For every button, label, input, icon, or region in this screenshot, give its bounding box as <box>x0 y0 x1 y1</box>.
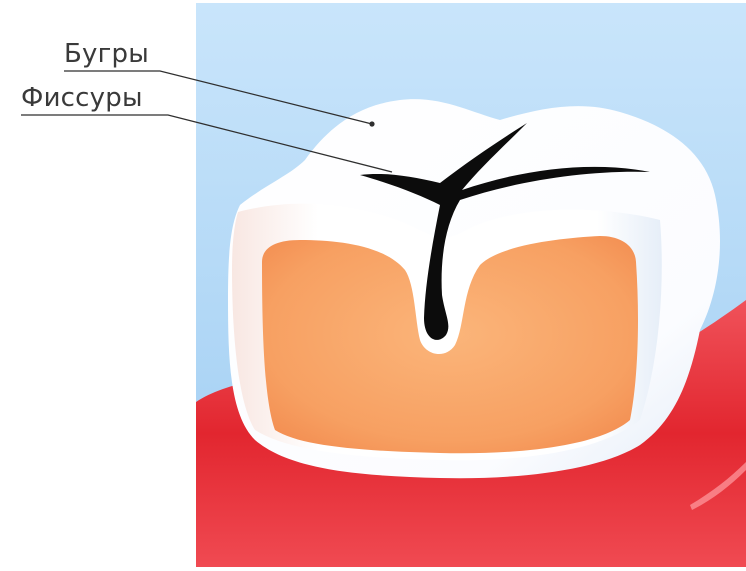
cusps-pointer-dot <box>369 121 374 126</box>
cusps-label: Бугры <box>64 41 149 67</box>
fissures-label: Фиссуры <box>21 85 143 111</box>
